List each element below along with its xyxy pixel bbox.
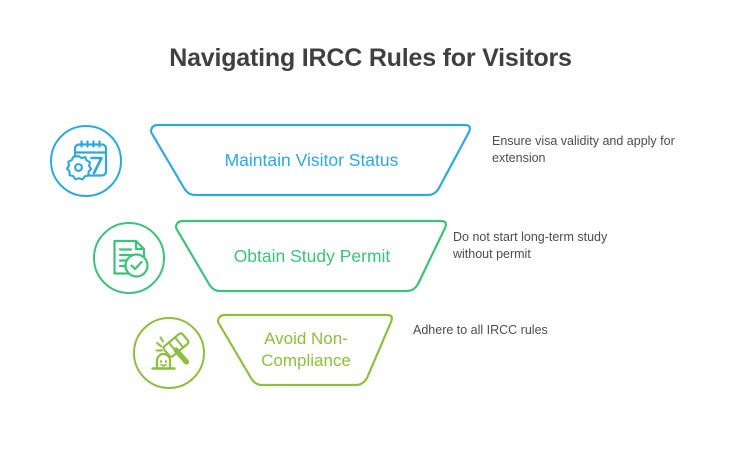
funnel-banner-label: Avoid Non-Compliance — [261, 329, 351, 370]
page-title: Navigating IRCC Rules for Visitors — [169, 44, 572, 72]
funnel-banner-obtain-study-permit[interactable]: Obtain Study Permit — [168, 219, 456, 293]
funnel-description: Ensure visa validity and apply for exten… — [492, 134, 675, 165]
funnel-banner-label: Maintain Visitor Status — [224, 150, 399, 170]
calendar-gear-icon — [48, 123, 124, 199]
funnel-description: Adhere to all IRCC rules — [413, 323, 548, 337]
funnel-banner-avoid-non-compliance[interactable]: Avoid Non-Compliance — [210, 313, 402, 387]
gavel-icon — [131, 315, 207, 391]
funnel-banner-label: Obtain Study Permit — [233, 246, 391, 266]
document-check-icon — [91, 220, 167, 296]
funnel-banner-maintain-visitor-status[interactable]: Maintain Visitor Status — [143, 123, 480, 197]
funnel-description: Do not start long-term study without per… — [453, 230, 608, 261]
